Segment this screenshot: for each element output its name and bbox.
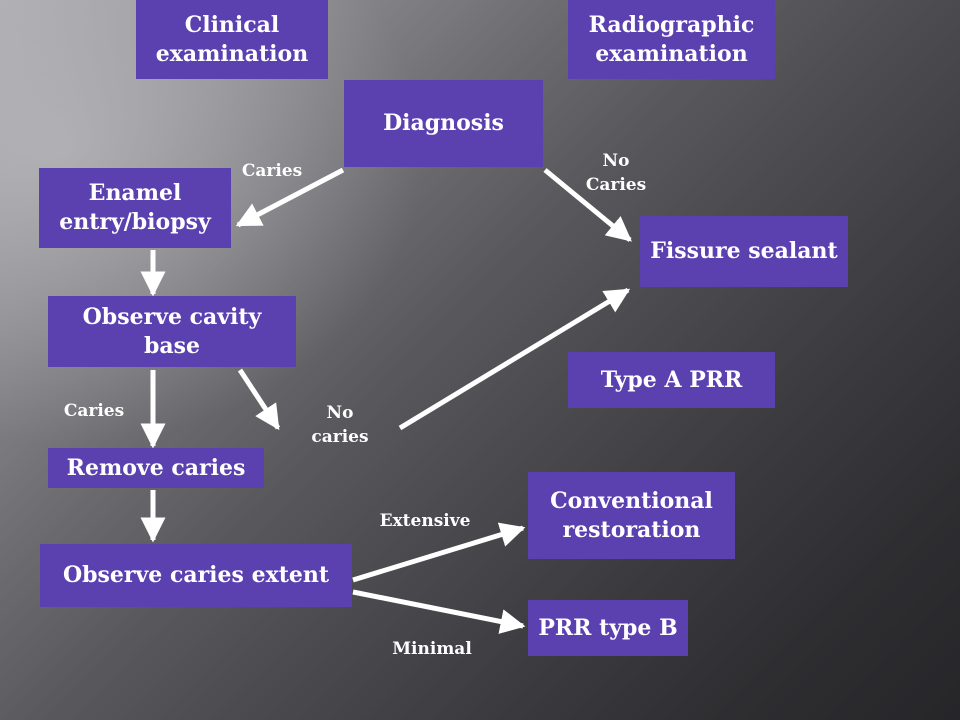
enamel-entry-biopsy-label: Enamel entry/biopsy xyxy=(59,180,211,235)
observe-caries-extent-label: Observe caries extent xyxy=(62,562,330,589)
arrow-extent-to-prr-type-b xyxy=(352,589,526,634)
radiographic-examination-box: Radiographic examination xyxy=(568,0,775,79)
observe-cavity-base-box: Observe cavity base xyxy=(48,296,296,367)
fissure-sealant-box: Fissure sealant xyxy=(640,216,848,287)
observe-caries-extent-box: Observe caries extent xyxy=(40,544,352,607)
remove-caries-label: Remove caries xyxy=(66,454,246,481)
arrow-diagnosis-to-fissure-sealant xyxy=(543,168,632,242)
diagnosis-box: Diagnosis xyxy=(344,80,543,167)
edge-label-diagnosis-caries: Caries xyxy=(241,161,303,181)
type-a-prr-label: Type A PRR xyxy=(600,366,743,393)
fissure-sealant-label: Fissure sealant xyxy=(650,238,838,265)
edge-label-cavity-caries: Caries xyxy=(63,401,125,421)
radiographic-examination-label: Radiographic examination xyxy=(588,11,755,67)
clinical-examination-label: Clinical examination xyxy=(155,11,309,67)
prr-type-b-box: PRR type B xyxy=(528,600,688,656)
edge-label-diagnosis-no-caries: No Caries xyxy=(585,151,647,195)
type-a-prr-box: Type A PRR xyxy=(568,352,775,408)
clinical-examination-box: Clinical examination xyxy=(136,0,328,79)
observe-cavity-base-label: Observe cavity base xyxy=(82,303,262,359)
arrow-cavity-base-to-no-caries xyxy=(237,368,281,431)
arrow-diagnosis-to-enamel-entry xyxy=(235,167,345,228)
edge-label-extent-minimal: Minimal xyxy=(392,639,472,659)
edge-label-extent-extensive: Extensive xyxy=(379,511,471,531)
conventional-restoration-box: Conventional restoration xyxy=(528,472,735,559)
remove-caries-box: Remove caries xyxy=(48,448,264,488)
enamel-entry-biopsy-box: Enamel entry/biopsy xyxy=(39,168,231,248)
arrow-extent-to-conventional-restoration xyxy=(352,522,526,583)
prr-type-b-label: PRR type B xyxy=(538,614,678,641)
conventional-restoration-label: Conventional restoration xyxy=(550,487,713,543)
edge-label-cavity-no-caries: No caries xyxy=(311,403,369,447)
diagnosis-label: Diagnosis xyxy=(383,110,504,137)
arrow-no-caries-to-fissure-sealant xyxy=(398,287,631,431)
